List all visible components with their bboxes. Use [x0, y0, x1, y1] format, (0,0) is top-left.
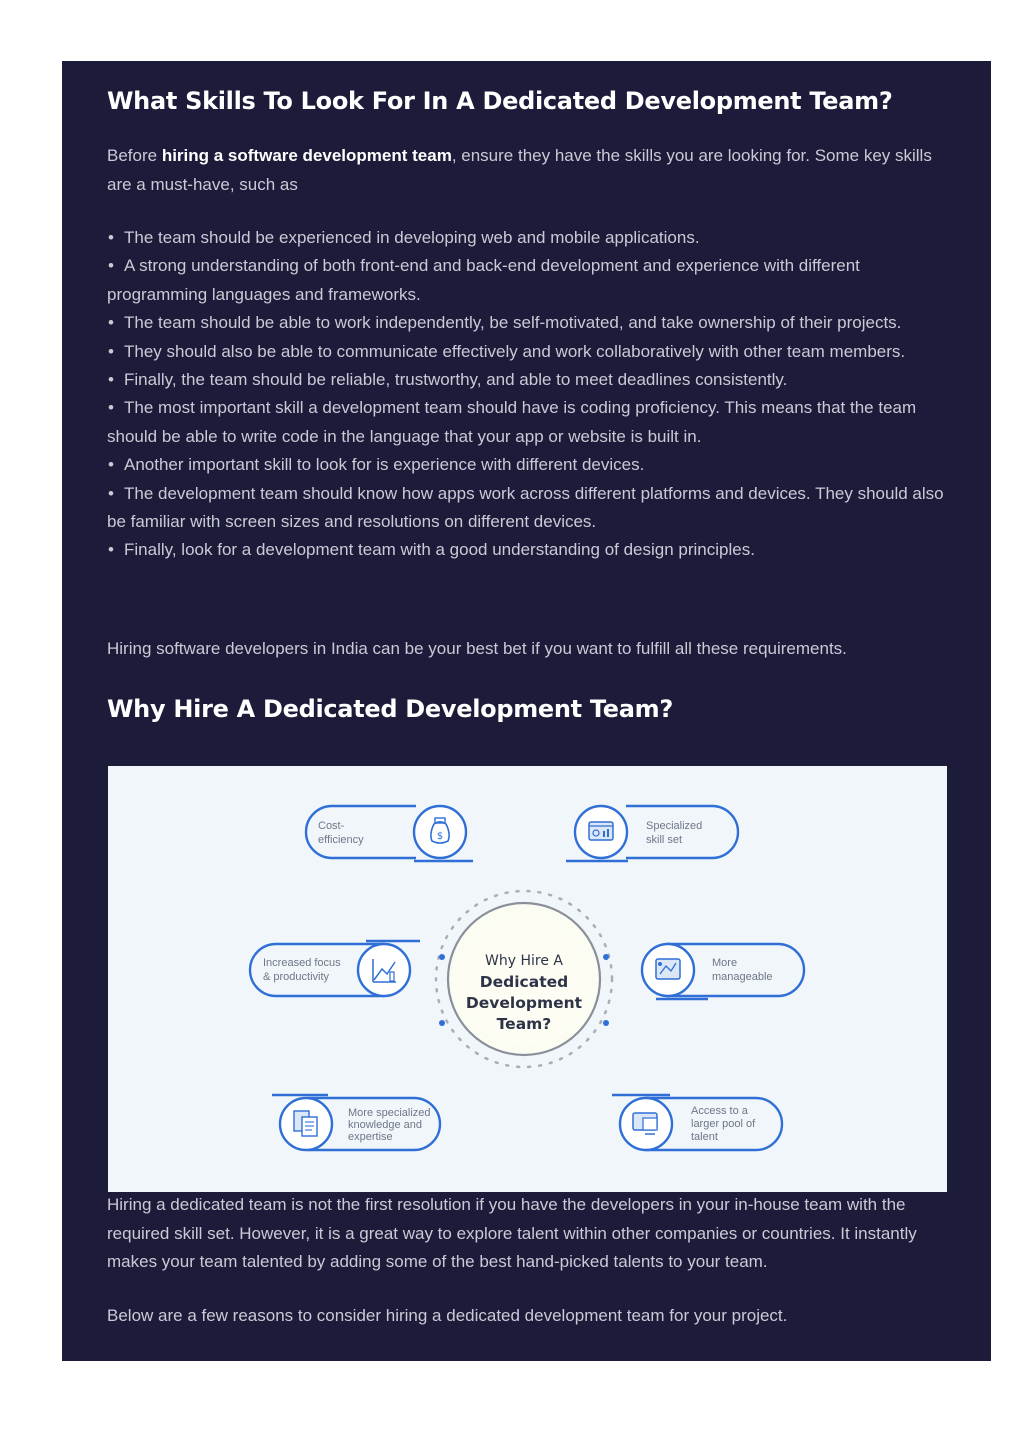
heading-skills: What Skills To Look For In A Dedicated D… [107, 87, 893, 115]
talent-label-line2: larger pool of [691, 1118, 756, 1130]
bullet-icon: • [108, 398, 114, 418]
list-item-text: Finally, the team should be reliable, tr… [124, 370, 788, 390]
skill-label-line2: skill set [646, 834, 682, 846]
bullet-icon: • [108, 256, 114, 276]
list-item: • Finally, look for a development team wi… [107, 536, 949, 564]
intro-paragraph: Before hiring a software development tea… [107, 142, 949, 199]
heading-why-hire: Why Hire A Dedicated Development Team? [107, 695, 673, 723]
cost-label-line2: efficiency [318, 834, 364, 846]
center-title-line2: Dedicated [480, 973, 568, 991]
manage-label-line2: manageable [712, 971, 773, 983]
list-item: •A strong understanding of both front-en… [107, 252, 949, 309]
list-item: • Another important skill to look for is … [107, 451, 949, 479]
manage-label-line1: More [712, 957, 737, 969]
knowledge-label-line3: expertise [348, 1131, 393, 1143]
infographic-svg: Why Hire A Dedicated Development Team? $… [248, 804, 806, 1152]
center-title-line3: Development [466, 994, 583, 1012]
focus-label-line2: & productivity [263, 971, 330, 983]
skills-list: • The team should be experienced in devel… [107, 224, 949, 565]
growth-chart-icon [372, 959, 396, 983]
list-item-text: Another important skill to look for is e… [124, 455, 645, 475]
dashboard-icon [588, 821, 614, 841]
bullet-icon: • [108, 370, 114, 390]
knowledge-label-line2: knowledge and [348, 1119, 422, 1131]
closing-paragraph: Hiring software developers in India can … [107, 639, 847, 658]
list-item: •The most important skill a development … [107, 394, 949, 451]
focus-label-line1: Increased focus [263, 957, 341, 969]
bullet-icon: • [108, 313, 114, 333]
list-item-text: The team should be able to work independ… [124, 313, 902, 333]
cost-efficiency-card: $ Cost- efficiency [304, 804, 473, 863]
bullet-icon: • [108, 341, 114, 361]
documents-icon [293, 1110, 318, 1137]
why-hire-infographic: Why Hire A Dedicated Development Team? $… [108, 766, 947, 1192]
list-item: • They should also be able to communicate… [107, 338, 949, 366]
specialized-knowledge-card: More specialized knowledge and expertise [272, 1093, 442, 1152]
intro-text-after: , ensure they have the skills you are lo… [107, 146, 932, 194]
why-hire-paragraph: Hiring a dedicated team is not the first… [107, 1195, 917, 1271]
increased-focus-card: Increased focus & productivity [248, 939, 420, 998]
list-item: • Finally, the team should be reliable, t… [107, 366, 949, 394]
hiring-link-text[interactable]: hiring a software development team [161, 146, 452, 165]
talent-pool-card: Access to a larger pool of talent [612, 1093, 784, 1152]
list-item-text: A strong understanding of both front-end… [107, 256, 860, 304]
process-board-icon [655, 958, 681, 980]
article-panel: What Skills To Look For In A Dedicated D… [62, 61, 991, 1361]
skill-label-line1: Specialized [646, 820, 702, 832]
svg-text:$: $ [437, 831, 443, 842]
more-manageable-card: More manageable [640, 942, 806, 1001]
list-item: • The team should be able to work indepen… [107, 309, 949, 337]
center-title-line4: Team? [497, 1015, 552, 1033]
cost-label-line1: Cost- [318, 820, 345, 832]
intro-text-before: Before [107, 146, 162, 165]
bullet-icon: • [108, 540, 114, 560]
list-item-text: The most important skill a development t… [107, 398, 917, 446]
knowledge-label-line1: More specialized [348, 1107, 431, 1119]
list-item-text: The development team should know how app… [107, 483, 944, 532]
talent-label-line3: talent [691, 1131, 718, 1143]
center-hub: Why Hire A Dedicated Development Team? [434, 889, 614, 1069]
money-bag-icon: $ [430, 817, 450, 844]
center-title-line1: Why Hire A [485, 953, 563, 969]
bullet-icon: • [108, 228, 114, 247]
list-item-text: They should also be able to communicate … [124, 341, 906, 361]
list-item: •The development team should know how ap… [107, 480, 949, 537]
monitor-icon [632, 1112, 658, 1135]
list-item: • The team should be experienced in devel… [107, 224, 949, 252]
talent-label-line1: Access to a [691, 1105, 749, 1117]
list-item-text: Finally, look for a development team wit… [124, 540, 755, 560]
list-item-text: The team should be experienced in develo… [124, 228, 700, 247]
specialized-skill-card: Specialized skill set [566, 804, 740, 863]
bullet-icon: • [108, 483, 114, 503]
reasons-intro-paragraph: Below are a few reasons to consider hiri… [107, 1306, 788, 1325]
bullet-icon: • [108, 455, 114, 475]
